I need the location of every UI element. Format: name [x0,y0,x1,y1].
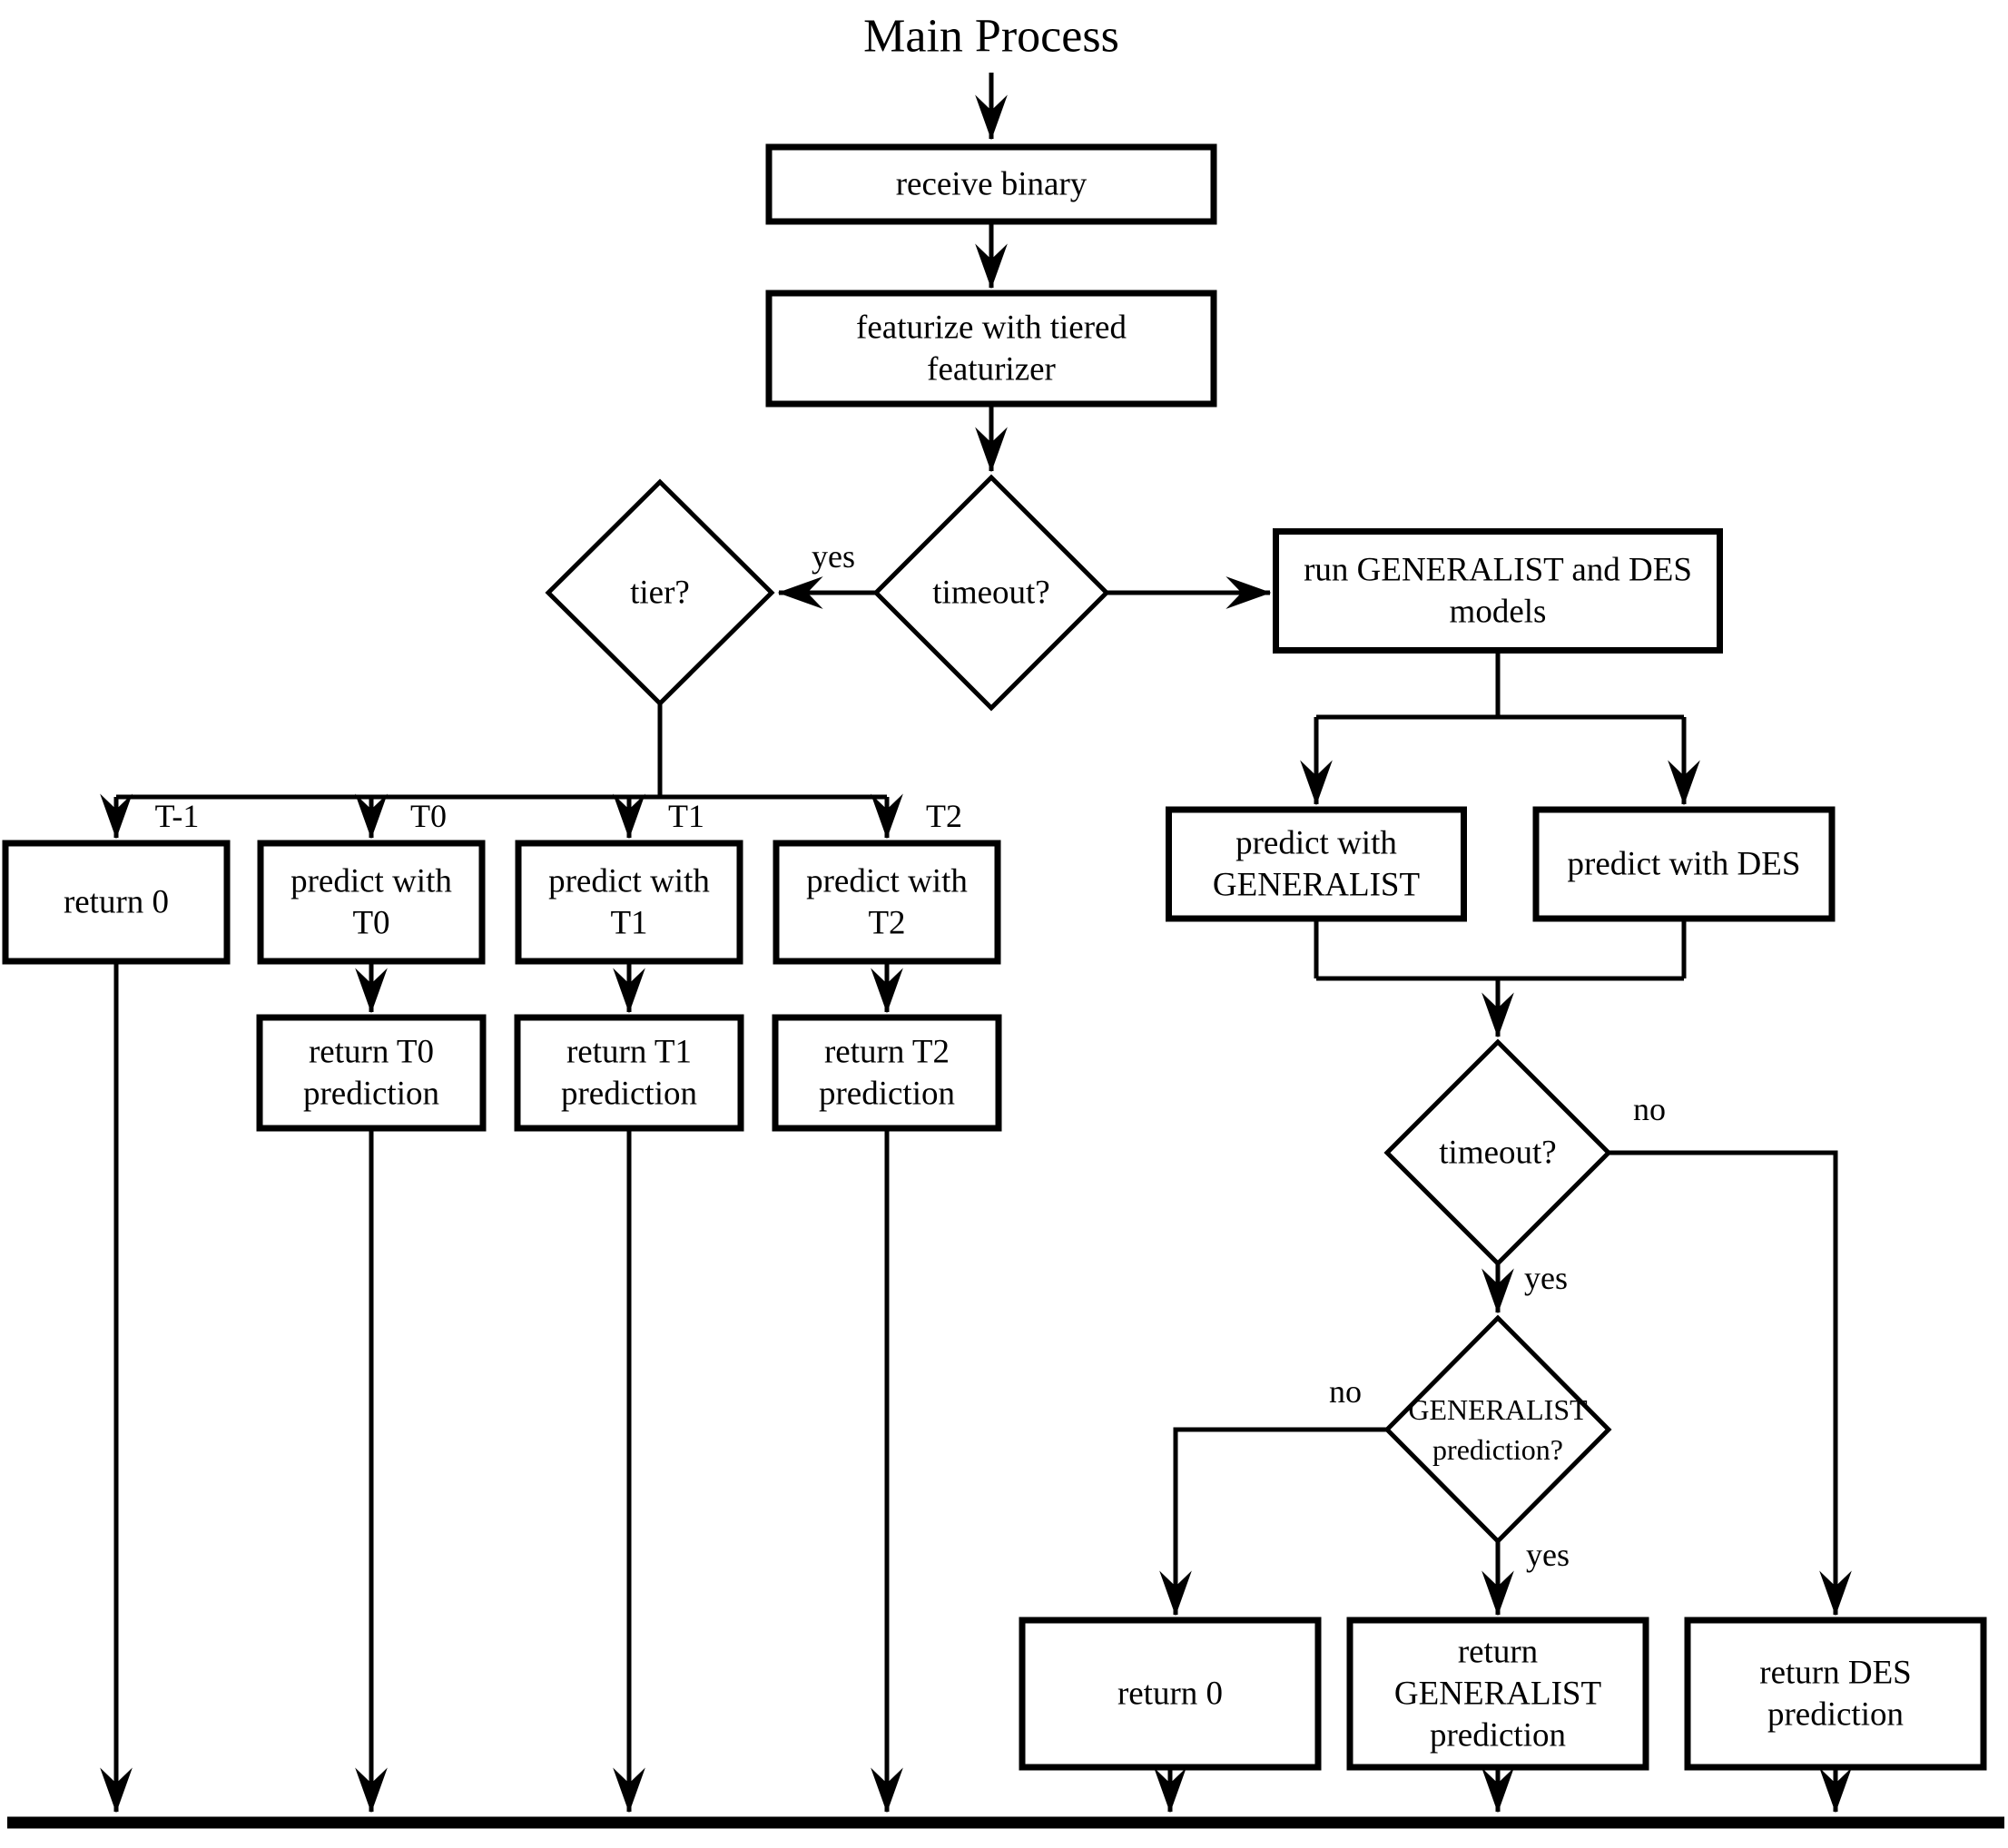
node-predict-t2-box [773,840,1001,965]
node-generalist-prediction-diamond [1383,1314,1612,1545]
branch-label-tier-t1: T1 [668,798,704,834]
node-tier-text: tier? [630,575,690,612]
node-predict-des-text: predict with DES [1568,846,1801,883]
node-return-generalist-box [1346,1617,1649,1771]
node-run-models-text: models [1450,594,1547,631]
node-predict-t2-text: predict with [806,863,968,900]
node-return-des-text: return DES [1759,1655,1912,1692]
node-return-t0-box [256,1014,487,1132]
node-timeout-1-text: timeout? [932,575,1049,612]
branch-label-tier-t-1: T-1 [155,798,200,834]
node-return-t1-text: prediction [561,1076,697,1113]
edge-timeout2-no-to-return-des [1609,1150,1852,1617]
branch-label-timeout1-yes: yes [812,538,855,575]
node-receive-binary-box [765,143,1217,225]
branch-label-timeout2-yes: yes [1524,1260,1568,1296]
node-featurize-box [765,290,1217,408]
branch-label-genpred-yes: yes [1526,1537,1570,1573]
node-predict-generalist-box [1166,806,1467,922]
node-predict-generalist-text: GENERALIST [1213,867,1420,904]
node-generalist-prediction-text: prediction? [1432,1433,1563,1466]
node-return-0-right-box [1019,1617,1322,1771]
node-predict-t0-text: predict with [290,863,452,900]
node-generalist-prediction-text: GENERALIST [1408,1393,1588,1426]
node-return-t2-text: return T2 [824,1034,950,1071]
node-timeout-2-text: timeout? [1439,1135,1556,1172]
node-predict-t1-text: T1 [610,905,647,942]
node-return-t1-text: return T1 [566,1034,692,1071]
node-return-t0-text: prediction [303,1076,439,1113]
node-return-des-box [1684,1617,1987,1771]
page-title: Main Process [863,11,1119,63]
node-return-0-left-box [2,840,231,965]
node-run-models-text: run GENERALIST and DES [1304,552,1692,589]
node-timeout-2-diamond [1383,1038,1612,1267]
node-predict-des-box [1532,806,1836,922]
node-predict-t2-text: T2 [868,905,905,942]
node-return-t2-box [772,1014,1002,1132]
node-tier-diamond [545,478,775,707]
branch-label-timeout2-no: no [1633,1091,1666,1127]
edge-genpred-no-to-return-0 [1159,1427,1387,1617]
node-predict-generalist-text: predict with [1235,825,1397,862]
node-predict-t0-box [257,840,486,965]
node-receive-binary-text: receive binary [896,166,1088,203]
node-run-models-box [1273,528,1723,654]
node-return-generalist-text: GENERALIST [1394,1676,1601,1713]
branch-label-genpred-no: no [1329,1373,1362,1410]
node-return-t0-text: return T0 [309,1034,434,1071]
node-return-0-right-text: return 0 [1117,1676,1223,1713]
node-return-0-left-text: return 0 [64,884,169,921]
node-return-t2-text: prediction [819,1076,955,1113]
node-featurize-text: featurize with tiered [856,310,1127,347]
node-return-des-text: prediction [1767,1696,1904,1734]
node-timeout-1-diamond [872,474,1110,712]
node-predict-t1-text: predict with [548,863,710,900]
node-return-generalist-text: prediction [1430,1717,1566,1755]
node-predict-t1-box [515,840,743,965]
node-featurize-text: featurizer [927,351,1056,388]
node-predict-t0-text: T0 [352,905,389,942]
branch-label-tier-t0: T0 [410,798,447,834]
node-return-t1-box [514,1014,744,1132]
branch-label-tier-t2: T2 [926,798,962,834]
node-return-generalist-text: return [1458,1634,1538,1671]
